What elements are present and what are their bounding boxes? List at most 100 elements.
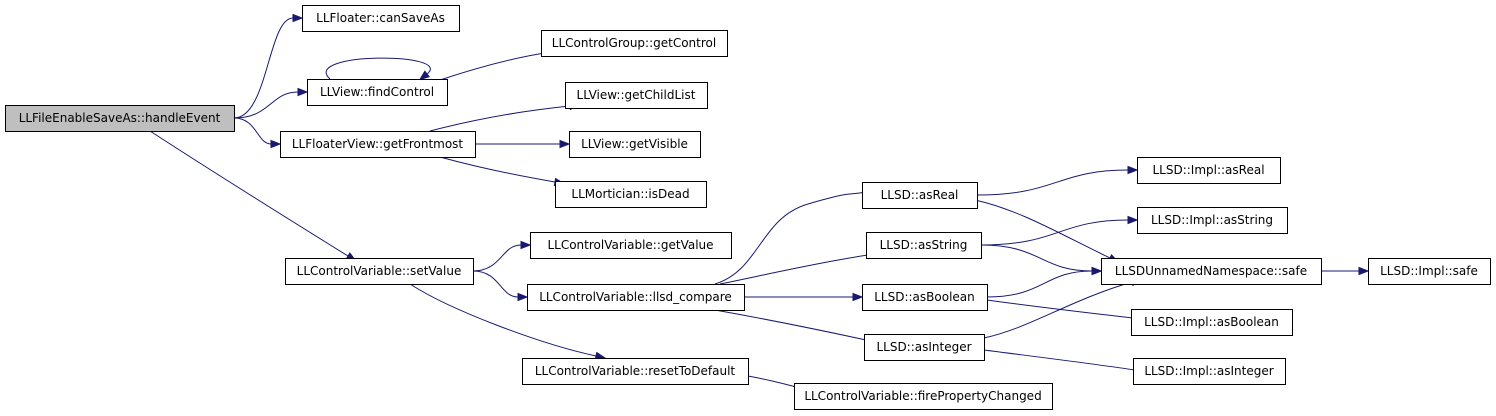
edge-n13-n17 xyxy=(976,165,1139,196)
node-box xyxy=(1101,258,1322,285)
edge-n4-n6 xyxy=(475,139,571,149)
edge-line xyxy=(986,270,1093,298)
arrow-head xyxy=(1091,266,1103,276)
graph-node[interactable]: LLFloater::canSaveAs xyxy=(302,5,460,32)
edge-line xyxy=(149,130,349,257)
arrow-head xyxy=(270,139,282,149)
edge-line xyxy=(439,51,552,81)
node-box xyxy=(1137,207,1288,234)
node-box xyxy=(555,181,707,208)
edge-line xyxy=(714,309,867,341)
node-label: LLMortician::isDead xyxy=(571,187,689,201)
node-box xyxy=(307,79,448,106)
root-node[interactable]: LLFileEnableSaveAs::handleEvent xyxy=(5,105,235,132)
node-label: LLView::findControl xyxy=(320,85,434,99)
edge-line xyxy=(472,270,519,298)
nodes-layer: LLFileEnableSaveAs::handleEventLLFloater… xyxy=(5,5,1491,410)
node-box xyxy=(569,131,701,158)
graph-node[interactable]: LLSD::Impl::safe xyxy=(1368,258,1491,285)
node-label: LLSD::Impl::safe xyxy=(1380,264,1478,278)
edge-n4-n5 xyxy=(429,101,581,132)
graph-node[interactable]: LLSD::asString xyxy=(866,232,982,259)
edge-n2-n2 xyxy=(325,57,431,81)
node-box xyxy=(530,232,732,259)
graph-node[interactable]: LLMortician::isDead xyxy=(555,181,707,208)
node-label: LLControlVariable::resetToDefault xyxy=(535,364,736,378)
graph-node[interactable]: LLView::getVisible xyxy=(569,131,701,158)
arrow-head xyxy=(297,87,309,97)
arrow-head xyxy=(517,292,529,302)
node-box xyxy=(527,284,745,311)
edge-line xyxy=(974,199,1111,259)
edge-line xyxy=(325,57,431,80)
arrow-head xyxy=(418,70,431,81)
graph-node[interactable]: LLSD::asReal xyxy=(862,182,978,209)
node-label: LLSD::asString xyxy=(880,238,968,252)
graph-node[interactable]: LLControlVariable::setValue xyxy=(285,258,474,285)
graph-node[interactable]: LLSD::Impl::asInteger xyxy=(1133,358,1286,385)
node-label: LLSDUnnamedNamespace::safe xyxy=(1115,264,1307,278)
node-label: LLControlVariable::firePropertyChanged xyxy=(804,389,1041,403)
edge-line xyxy=(747,375,797,388)
node-box xyxy=(864,334,985,361)
node-box xyxy=(1133,358,1286,385)
node-label: LLControlGroup::getControl xyxy=(552,36,716,50)
graph-node[interactable]: LLSD::asInteger xyxy=(864,334,985,361)
graph-node[interactable]: LLSD::Impl::asReal xyxy=(1137,157,1281,184)
edge-line xyxy=(976,169,1129,196)
edge-line xyxy=(980,219,1129,246)
edge-n8-n10 xyxy=(472,270,529,302)
graph-node[interactable]: LLSD::asBoolean xyxy=(862,284,988,311)
edge-n14-n19 xyxy=(980,244,1103,276)
graph-node[interactable]: LLView::getChildList xyxy=(565,82,708,109)
edge-n8-n11 xyxy=(409,283,607,361)
edge-line xyxy=(719,254,869,285)
edge-n19-n22 xyxy=(1320,266,1370,276)
node-box xyxy=(1368,258,1491,285)
graph-node[interactable]: LLSD::Impl::asBoolean xyxy=(1131,309,1293,336)
graph-node[interactable]: LLSDUnnamedNamespace::safe xyxy=(1101,258,1322,285)
edge-n14-n18 xyxy=(980,215,1139,246)
edge-n16-n19 xyxy=(983,278,1142,339)
node-label: LLView::getChildList xyxy=(577,88,696,102)
node-label: LLControlVariable::getValue xyxy=(547,238,713,252)
graph-node[interactable]: LLControlVariable::resetToDefault xyxy=(522,358,749,385)
edge-line xyxy=(714,191,867,285)
edge-line xyxy=(980,244,1093,272)
node-label: LLView::getVisible xyxy=(581,137,688,151)
edge-line xyxy=(233,91,299,119)
edge-n0-n2 xyxy=(233,87,309,119)
node-label: LLSD::asBoolean xyxy=(874,290,975,304)
arrow-head xyxy=(559,139,571,149)
edge-line xyxy=(233,17,294,119)
node-box xyxy=(1131,309,1293,336)
node-box xyxy=(862,284,988,311)
graph-node[interactable]: LLFloaterView::getFrontmost xyxy=(280,131,476,158)
edge-n0-n4 xyxy=(233,117,282,149)
graph-node[interactable]: LLControlGroup::getControl xyxy=(541,30,728,57)
node-box xyxy=(522,358,749,385)
edge-n10-n14 xyxy=(719,250,879,285)
graph-node[interactable]: LLView::findControl xyxy=(307,79,448,106)
edge-line xyxy=(233,117,272,145)
edge-line xyxy=(986,299,1134,319)
edge-n10-n16 xyxy=(714,309,877,345)
node-label: LLSD::Impl::asString xyxy=(1151,213,1273,227)
edge-line xyxy=(429,105,571,132)
graph-node[interactable]: LLControlVariable::firePropertyChanged xyxy=(794,383,1053,410)
edge-n8-n9 xyxy=(472,240,532,272)
edge-n15-n19 xyxy=(986,266,1103,298)
node-box xyxy=(1137,157,1281,184)
edge-line xyxy=(983,349,1136,371)
node-label: LLSD::Impl::asReal xyxy=(1152,163,1264,177)
node-label: LLFloater::canSaveAs xyxy=(316,11,445,25)
edge-n4-n7 xyxy=(439,156,566,187)
node-label: LLFloaterView::getFrontmost xyxy=(292,137,464,151)
arrow-head xyxy=(852,292,864,302)
edge-n16-n21 xyxy=(983,349,1146,375)
graph-node[interactable]: LLSD::Impl::asString xyxy=(1137,207,1288,234)
graph-node[interactable]: LLControlVariable::llsd_compare xyxy=(527,284,745,311)
graph-node[interactable]: LLControlVariable::getValue xyxy=(530,232,732,259)
edge-line xyxy=(983,281,1133,339)
node-label: LLSD::asReal xyxy=(881,188,959,202)
